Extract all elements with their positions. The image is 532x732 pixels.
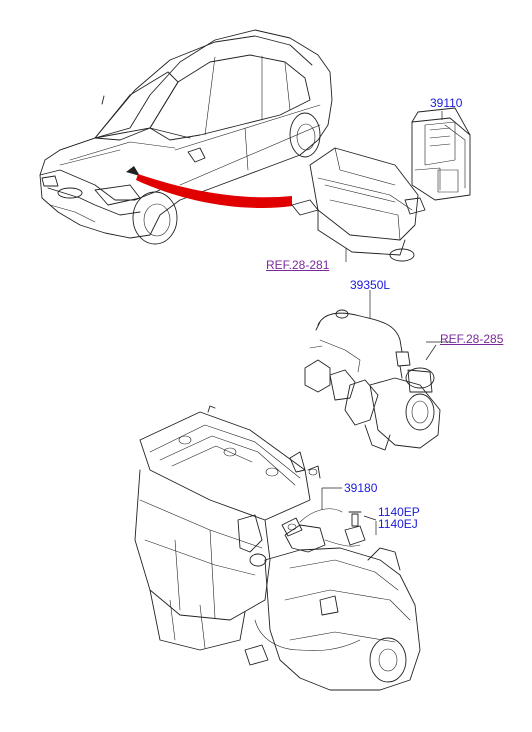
air-cleaner-reference-link[interactable]: REF.28-281 bbox=[266, 258, 330, 272]
air-cleaner-assembly bbox=[291, 147, 426, 262]
knock-sensor-part-number[interactable]: 39180 bbox=[344, 481, 378, 495]
vehicle-illustration bbox=[39, 29, 333, 245]
turbo-reference-link[interactable]: REF.28-285 bbox=[440, 332, 504, 346]
oxygen-sensor[interactable] bbox=[315, 309, 411, 379]
ecu-location-marker-icon bbox=[126, 166, 140, 176]
location-arrow-icon bbox=[136, 174, 292, 209]
mounting-bolt[interactable] bbox=[344, 511, 366, 546]
turbocharger-manifold bbox=[304, 339, 441, 451]
bolt-part-number-b[interactable]: 1140EJ bbox=[378, 517, 418, 531]
o2-sensor-part-number[interactable]: 39350L bbox=[350, 278, 391, 292]
knock-sensor[interactable] bbox=[281, 517, 303, 537]
transmission-assembly bbox=[244, 547, 421, 691]
ecu-module[interactable] bbox=[411, 107, 471, 201]
engine-block bbox=[134, 405, 361, 651]
bolt-part-number-a[interactable]: 1140EP bbox=[378, 505, 420, 519]
ecu-part-number[interactable]: 39110 bbox=[430, 96, 463, 110]
